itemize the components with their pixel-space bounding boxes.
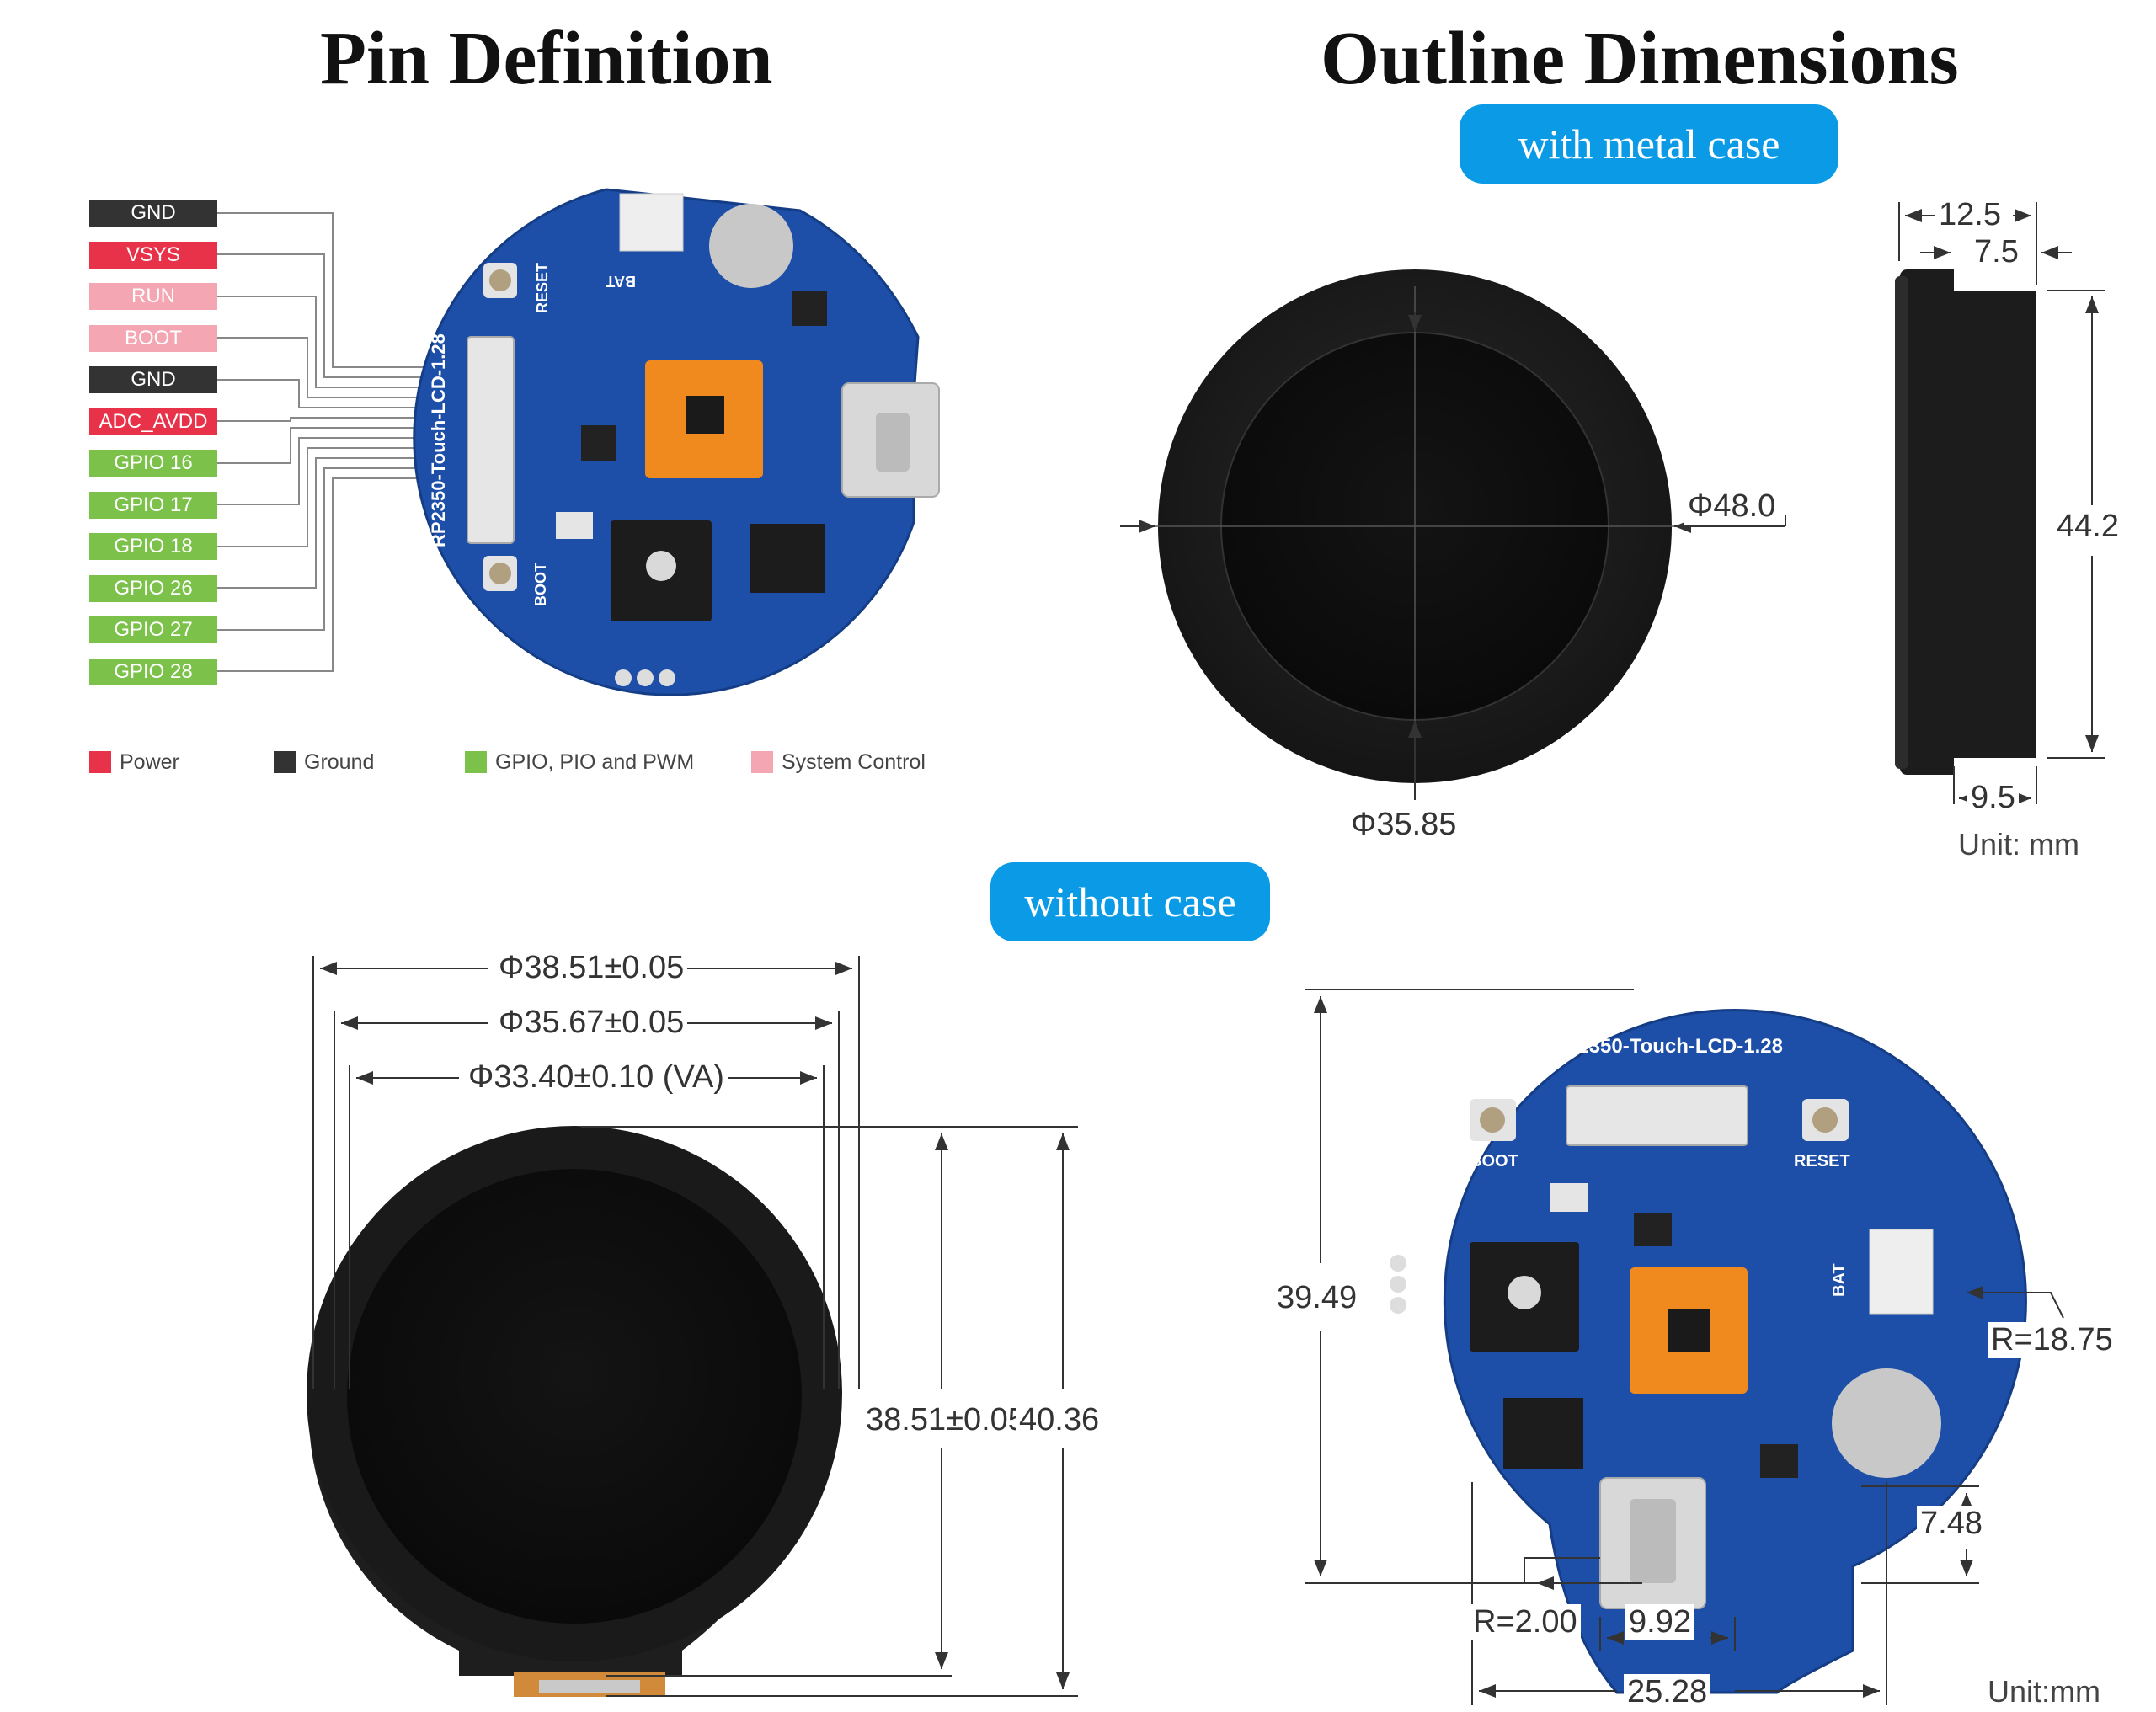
metal-case-front-dims [1120,312,1786,800]
pin-label: GPIO 18 [89,533,217,560]
pin-label: VSYS [89,241,217,269]
metal-case-tag: with metal case [1460,104,1838,184]
board-bottom-model-label: RP2350-Touch-LCD-1.28 [1550,1035,1783,1058]
dim-depth-total: 12.5 [1935,197,2004,233]
pin-leader-lines [217,212,478,672]
no-case-tag: without case [990,862,1270,941]
pin-label: GPIO 17 [89,491,217,519]
pin-label: GND [89,366,217,393]
board-bottom-bat-label: BAT [1830,1263,1849,1297]
dim-outer-diameter: Φ48.0 [1684,488,1780,525]
pin-label: GPIO 26 [89,574,217,602]
unit-metal: Unit: mm [1958,827,2079,861]
metal-case-front [1120,269,1785,796]
dim-h2: 40.36 [1016,1402,1103,1438]
dim-d1: Φ38.51±0.05 [495,950,688,986]
legend-swatch [465,751,487,773]
legend-swatch [274,751,296,773]
pcb-board-top [413,188,940,696]
board-reset-label: RESET [534,263,551,313]
legend-swatch [89,751,111,773]
dim-d3: Φ33.40±0.10 (VA) [465,1059,728,1096]
metal-case-side [1895,269,2036,775]
dim-h1: 38.51±0.05 [862,1402,1029,1438]
metal-case-side-dims [1898,202,2105,805]
pcb-board-bottom [1390,1009,2027,1694]
pin-label: GPIO 28 [89,658,217,685]
legend-label: GPIO, PIO and PWM [495,750,695,774]
board-bat-label: BAT [606,273,636,290]
legend-label: Ground [304,750,375,774]
dim-board-height: 39.49 [1273,1280,1361,1316]
pin-label: BOOT [89,324,217,352]
pin-label: ADC_AVDD [89,408,217,435]
board-bottom-boot-label: BOOT [1470,1152,1518,1171]
dim-d2: Φ35.67±0.05 [495,1005,688,1041]
dim-radius-board: R=18.75 [1988,1322,2116,1358]
unit-no-case: Unit:mm [1988,1674,2100,1709]
legend-label: System Control [782,750,926,774]
legend-label: Power [120,750,179,774]
no-case-front [307,1126,842,1697]
outline-dimensions-title: Outline Dimensions [1321,17,1959,100]
board-boot-label: BOOT [532,563,549,606]
pin-definition-title: Pin Definition [320,17,773,100]
pin-label: GND [89,200,217,227]
dim-depth-step: 7.5 [1971,234,2022,270]
pin-label: RUN [89,283,217,310]
dim-depth-base: 9.5 [1967,780,2019,816]
board-bottom-dims [1305,989,2064,1705]
dim-base-width: 25.28 [1624,1674,1711,1710]
board-bottom-reset-label: RESET [1794,1152,1850,1171]
dim-usb-height: 7.48 [1917,1506,1986,1542]
dim-radius-corner: R=2.00 [1470,1604,1581,1640]
dim-height: 44.2 [2053,509,2122,545]
board-model-label: RP2350-Touch-LCD-1.28 [428,333,449,547]
pin-label: GPIO 27 [89,616,217,643]
legend-swatch [751,751,773,773]
pin-label: GPIO 16 [89,450,217,477]
dim-inner-diameter: Φ35.85 [1348,807,1460,843]
dim-usb-width: 9.92 [1625,1604,1694,1640]
no-case-dims [312,956,1078,1697]
